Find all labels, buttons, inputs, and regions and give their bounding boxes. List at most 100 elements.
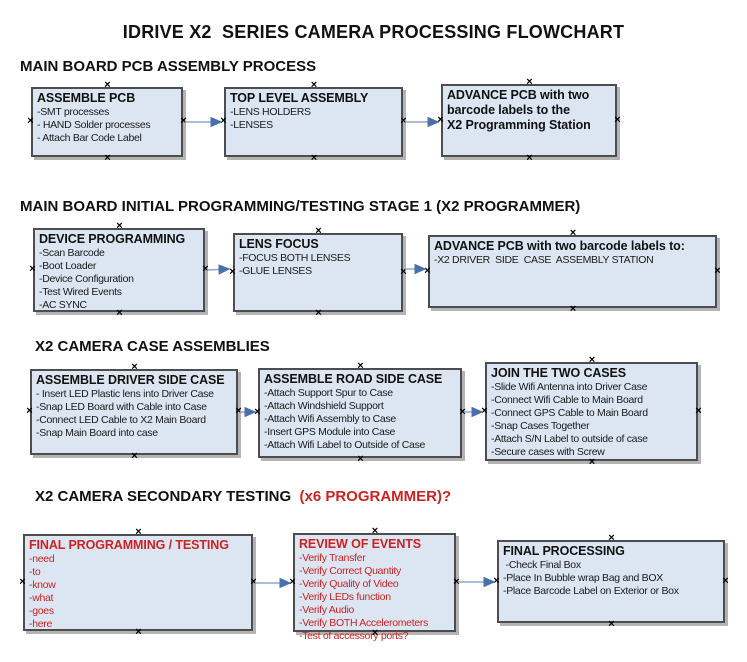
connection-point-icon xyxy=(588,458,597,467)
box-item: -Snap LED Board with Cable into Case xyxy=(36,401,207,413)
box-title: ASSEMBLE ROAD SIDE CASE xyxy=(264,372,443,386)
connection-point-icon xyxy=(525,154,534,163)
connection-point-icon xyxy=(713,267,722,276)
box-item: -Device Configuration xyxy=(39,273,134,285)
connection-point-icon xyxy=(103,154,112,163)
connection-point-icon xyxy=(694,407,703,416)
box-title: FINAL PROCESSING xyxy=(503,544,625,558)
connection-point-icon xyxy=(525,78,534,87)
box-item: -Scan Barcode xyxy=(39,247,105,259)
connection-point-icon xyxy=(103,81,112,90)
connection-point-icon xyxy=(356,455,365,464)
flow-box-device-programming: DEVICE PROGRAMMING -Scan Barcode -Boot L… xyxy=(33,228,205,312)
connection-point-icon xyxy=(399,117,408,126)
box-item: -know xyxy=(29,579,56,591)
box-item: -SMT processes xyxy=(37,106,110,118)
heading-black-part: X2 CAMERA SECONDARY TESTING xyxy=(35,488,300,505)
box-item: -Attach Wifi Assembly to Case xyxy=(264,413,396,425)
box-item: -to xyxy=(29,566,41,578)
connection-point-icon xyxy=(492,577,501,586)
box-item: -Secure cases with Screw xyxy=(491,446,605,458)
box-item: -Verify Quality of Video xyxy=(299,578,399,590)
box-item: -Attach Support Spur to Case xyxy=(264,387,393,399)
box-item: -GLUE LENSES xyxy=(239,265,312,277)
box-item: -Snap Cases Together xyxy=(491,420,590,432)
box-title: ADVANCE PCB with two barcode labels to t… xyxy=(447,88,591,132)
connection-point-icon xyxy=(234,407,243,416)
section-heading-secondary-testing: X2 CAMERA SECONDARY TESTING (x6 PROGRAMM… xyxy=(35,488,451,505)
flow-box-final-processing: FINAL PROCESSING -Check Final Box -Place… xyxy=(497,540,725,623)
flow-box-lens-focus: LENS FOCUS -FOCUS BOTH LENSES -GLUE LENS… xyxy=(233,233,403,312)
connection-point-icon xyxy=(569,229,578,238)
connection-point-icon xyxy=(201,265,210,274)
connection-point-icon xyxy=(25,407,34,416)
flow-box-assemble-driver-side-case: ASSEMBLE DRIVER SIDE CASE - Insert LED P… xyxy=(30,369,238,455)
box-title: FINAL PROGRAMMING / TESTING xyxy=(29,538,229,552)
connector-arrow xyxy=(206,264,231,275)
box-item: -Connect LED Cable to X2 Main Board xyxy=(36,414,206,426)
connection-point-icon xyxy=(371,629,380,638)
box-item: -Verify BOTH Accelerometers xyxy=(299,617,429,629)
box-item: -Test of accessory ports? xyxy=(299,630,409,642)
connection-point-icon xyxy=(588,356,597,365)
flow-box-assemble-road-side-case: ASSEMBLE ROAD SIDE CASE -Attach Support … xyxy=(258,368,462,458)
flow-box-advance-pcb-driver-side-station: ADVANCE PCB with two barcode labels to: … xyxy=(428,235,717,308)
connection-point-icon xyxy=(436,116,445,125)
box-item: -Verify Audio xyxy=(299,604,355,616)
connection-point-icon xyxy=(115,309,124,318)
box-item: -Boot Loader xyxy=(39,260,97,272)
box-item: -FOCUS BOTH LENSES xyxy=(239,252,351,264)
connection-point-icon xyxy=(613,116,622,125)
connection-point-icon xyxy=(607,534,616,543)
box-title: ASSEMBLE DRIVER SIDE CASE xyxy=(36,373,225,387)
connection-point-icon xyxy=(18,578,27,587)
box-item: -here xyxy=(29,618,53,630)
box-item: - Attach Bar Code Label xyxy=(37,132,142,144)
connection-point-icon xyxy=(371,527,380,536)
connection-point-icon xyxy=(28,265,37,274)
box-title: TOP LEVEL ASSEMBLY xyxy=(230,91,369,105)
connection-point-icon xyxy=(314,309,323,318)
connection-point-icon xyxy=(115,222,124,231)
connection-point-icon xyxy=(288,578,297,587)
connection-point-icon xyxy=(26,117,35,126)
box-title: REVIEW OF EVENTS xyxy=(299,537,422,551)
box-item: -LENS HOLDERS xyxy=(230,106,311,118)
box-item: -Snap Main Board into case xyxy=(36,427,158,439)
flowchart-title: IDRIVE X2 SERIES CAMERA PROCESSING FLOWC… xyxy=(122,22,625,42)
box-item: -Connect GPS Cable to Main Board xyxy=(491,407,648,419)
box-item: -need xyxy=(29,553,55,565)
box-item: -Connect Wifi Cable to Main Board xyxy=(491,394,643,406)
box-item: -Slide Wifi Antenna into Driver Case xyxy=(491,381,648,393)
box-title: DEVICE PROGRAMMING xyxy=(39,232,186,246)
connection-point-icon xyxy=(399,268,408,277)
box-item: -Attach Wifi Label to Outside of Case xyxy=(264,439,426,451)
box-title: LENS FOCUS xyxy=(239,237,319,251)
flow-box-join-the-two-cases: JOIN THE TWO CASES -Slide Wifi Antenna i… xyxy=(485,362,698,461)
section-heading-initial-programming: MAIN BOARD INITIAL PROGRAMMING/TESTING S… xyxy=(20,198,581,215)
box-item: -Insert GPS Module into Case xyxy=(264,426,396,438)
flow-box-advance-pcb-programming-station: ADVANCE PCB with two barcode labels to t… xyxy=(441,84,617,157)
connection-point-icon xyxy=(458,408,467,417)
connection-point-icon xyxy=(134,628,143,637)
box-item: -Verify LEDs function xyxy=(299,591,391,603)
box-item: -Attach S/N Label to outside of case xyxy=(491,433,648,445)
heading-red-part: (x6 PROGRAMMER)? xyxy=(299,488,452,505)
connection-point-icon xyxy=(314,227,323,236)
box-title: ASSEMBLE PCB xyxy=(37,91,136,105)
connection-point-icon xyxy=(130,363,139,372)
connection-point-icon xyxy=(356,362,365,371)
connection-point-icon xyxy=(480,407,489,416)
box-item: -Place Barcode Label on Exterior or Box xyxy=(503,585,679,597)
box-item: - HAND Solder processes xyxy=(37,119,151,131)
box-item: -LENSES xyxy=(230,119,273,131)
flow-box-top-level-assembly: TOP LEVEL ASSEMBLY -LENS HOLDERS -LENSES xyxy=(224,87,403,157)
box-item: -goes xyxy=(29,605,54,617)
connection-point-icon xyxy=(310,81,319,90)
connection-point-icon xyxy=(253,408,262,417)
flow-box-final-programming-testing: FINAL PROGRAMMING / TESTING -need -to -k… xyxy=(23,534,253,631)
section-heading-case-assemblies: X2 CAMERA CASE ASSEMBLIES xyxy=(35,338,270,355)
connection-point-icon xyxy=(423,267,432,276)
box-title: JOIN THE TWO CASES xyxy=(491,366,627,380)
